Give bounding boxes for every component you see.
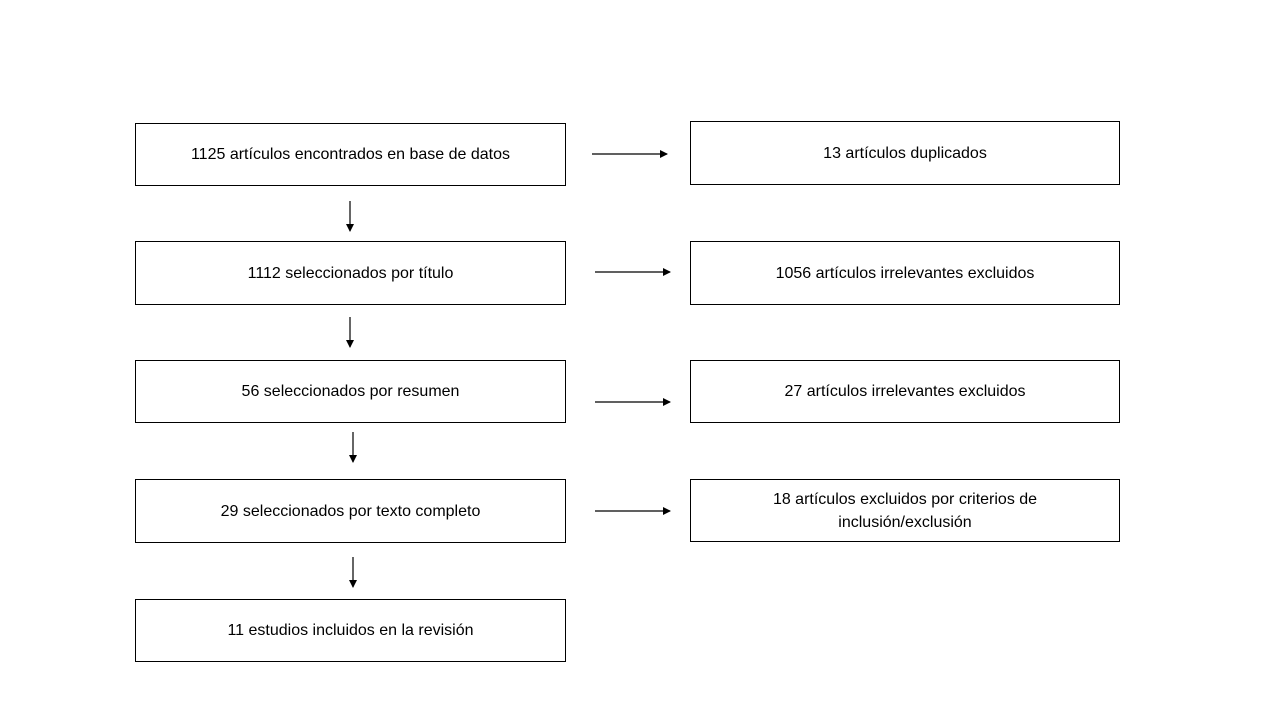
excluded-label-4: 18 artículos excluidos por criterios de … [772,490,1038,531]
excluded-box-2: 1056 artículos irrelevantes excluidos [690,241,1120,305]
step-1-label: 1125 artículos encontrados en base de da… [190,146,511,163]
step-3-label: 56 seleccionados por resumen [241,383,460,400]
step-1-box: 1125 artículos encontrados en base de da… [135,123,566,186]
step-2-box: 1112 seleccionados por título [135,241,566,305]
excluded-label-3: 27 artículos irrelevantes excluidos [784,383,1026,400]
excluded-box-3: 27 artículos irrelevantes excluidos [690,360,1120,423]
step-4-label: 29 seleccionados por texto completo [220,502,481,520]
step-2-label: 1112 seleccionados por título [247,264,454,282]
excluded-box-1: 13 artículos duplicados [690,121,1120,185]
final-included-label: 11 estudios incluidos en la revisión [227,622,474,639]
excluded-box-4: 18 artículos excluidos por criterios de … [690,479,1120,542]
step-3-box: 56 seleccionados por resumen [135,360,566,423]
step-4-box: 29 seleccionados por texto completo [135,479,566,543]
excluded-label-2: 1056 artículos irrelevantes excluidos [775,264,1035,282]
excluded-label-1: 13 artículos duplicados [823,144,987,162]
final-included-box: 11 estudios incluidos en la revisión [135,599,566,662]
